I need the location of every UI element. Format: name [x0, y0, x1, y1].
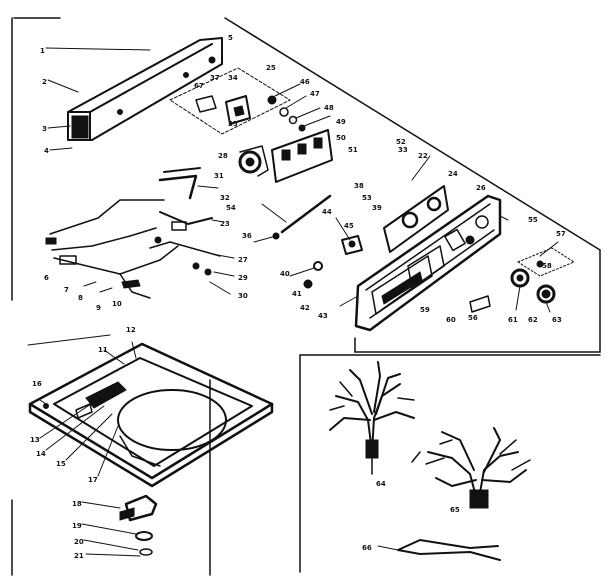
- callout-23: 23: [220, 220, 230, 228]
- callout-13: 13: [30, 436, 40, 444]
- top-cover: [28, 342, 274, 488]
- callout-62: 62: [528, 316, 538, 324]
- callout-37: 37: [210, 74, 220, 82]
- callout-29: 29: [238, 274, 248, 282]
- callout-30: 30: [238, 292, 248, 300]
- callout-61: 61: [508, 316, 518, 324]
- callout-44: 44: [322, 208, 332, 216]
- callout-45: 45: [344, 222, 354, 230]
- callout-39: 39: [372, 204, 382, 212]
- callout-55: 55: [528, 216, 538, 224]
- callout-60: 60: [446, 316, 456, 324]
- callout-28: 28: [218, 152, 228, 160]
- callout-54: 54: [226, 204, 236, 212]
- callout-63: 63: [552, 316, 562, 324]
- callout-50: 50: [336, 134, 346, 142]
- callout-47: 47: [310, 90, 320, 98]
- callout-58: 58: [542, 262, 552, 270]
- panel-hardware: [289, 261, 323, 289]
- callout-17: 17: [88, 476, 98, 484]
- callout-24: 24: [448, 170, 458, 178]
- callout-38: 38: [354, 182, 364, 190]
- console-backsplash: [67, 37, 223, 141]
- callout-42: 42: [300, 304, 310, 312]
- wire-harness-65: [411, 427, 531, 509]
- callout-51: 51: [348, 146, 358, 154]
- callout-31: 31: [214, 172, 224, 180]
- callout-36: 36: [242, 232, 252, 240]
- callout-25: 25: [266, 64, 276, 72]
- callout-46: 46: [300, 78, 310, 86]
- callout-59: 59: [420, 306, 430, 314]
- callout-41: 41: [292, 290, 302, 298]
- callout-57: 57: [556, 230, 566, 238]
- callout-11: 11: [98, 346, 108, 354]
- callout-66: 66: [362, 544, 372, 552]
- switch-hardware: [267, 83, 331, 132]
- callout-22: 22: [418, 152, 428, 160]
- callout-10: 10: [112, 300, 122, 308]
- ground-wire-66: [377, 539, 501, 561]
- callout-1: 1: [40, 47, 45, 55]
- callout-67: 67: [194, 82, 204, 90]
- callout-64: 64: [376, 480, 386, 488]
- control-bracket: [169, 67, 291, 135]
- callout-15: 15: [56, 460, 66, 468]
- control-panel: [354, 194, 502, 332]
- callout-3: 3: [42, 125, 47, 133]
- callout-4: 4: [44, 147, 49, 155]
- callout-33: 33: [398, 146, 408, 154]
- callout-56: 56: [468, 314, 478, 322]
- callout-14: 14: [36, 450, 46, 458]
- mounting-bracket: [158, 167, 213, 231]
- callout-26: 26: [476, 184, 486, 192]
- control-rod: [261, 194, 332, 240]
- control-knobs: [469, 247, 575, 313]
- callout-65: 65: [450, 506, 460, 514]
- callout-43: 43: [318, 312, 328, 320]
- callout-9: 9: [96, 304, 101, 312]
- callout-27: 27: [238, 256, 248, 264]
- callout-2: 2: [42, 78, 47, 86]
- callout-5: 5: [228, 34, 233, 42]
- leader-lines: [39, 47, 559, 477]
- callout-21: 21: [74, 552, 84, 560]
- callout-18: 18: [72, 500, 82, 508]
- callout-34: 34: [228, 74, 238, 82]
- callout-7: 7: [64, 286, 69, 294]
- callout-49: 49: [336, 118, 346, 126]
- knob-bracket: [383, 155, 449, 253]
- timer-switch-block: [238, 129, 333, 183]
- selector-switch: [341, 235, 363, 255]
- callout-6: 6: [44, 274, 49, 282]
- callout-48: 48: [324, 104, 334, 112]
- callout-53: 53: [362, 194, 372, 202]
- callout-32: 32: [220, 194, 230, 202]
- callout-35: 35: [228, 120, 238, 128]
- diagram-frame: [11, 17, 601, 576]
- wire-harness-64: [329, 361, 415, 475]
- callout-19: 19: [72, 522, 82, 530]
- callout-16: 16: [32, 380, 42, 388]
- callout-8: 8: [78, 294, 83, 302]
- callout-12: 12: [126, 326, 136, 334]
- callout-40: 40: [280, 270, 290, 278]
- callout-labels: 1 2 3 4 5 6 7 8 9 10 11 12 13 14 15 16 1…: [30, 34, 566, 560]
- callout-20: 20: [74, 538, 84, 546]
- wiring-harness: [45, 199, 221, 299]
- callout-52: 52: [396, 138, 406, 146]
- lid-switch-parts: [81, 494, 158, 557]
